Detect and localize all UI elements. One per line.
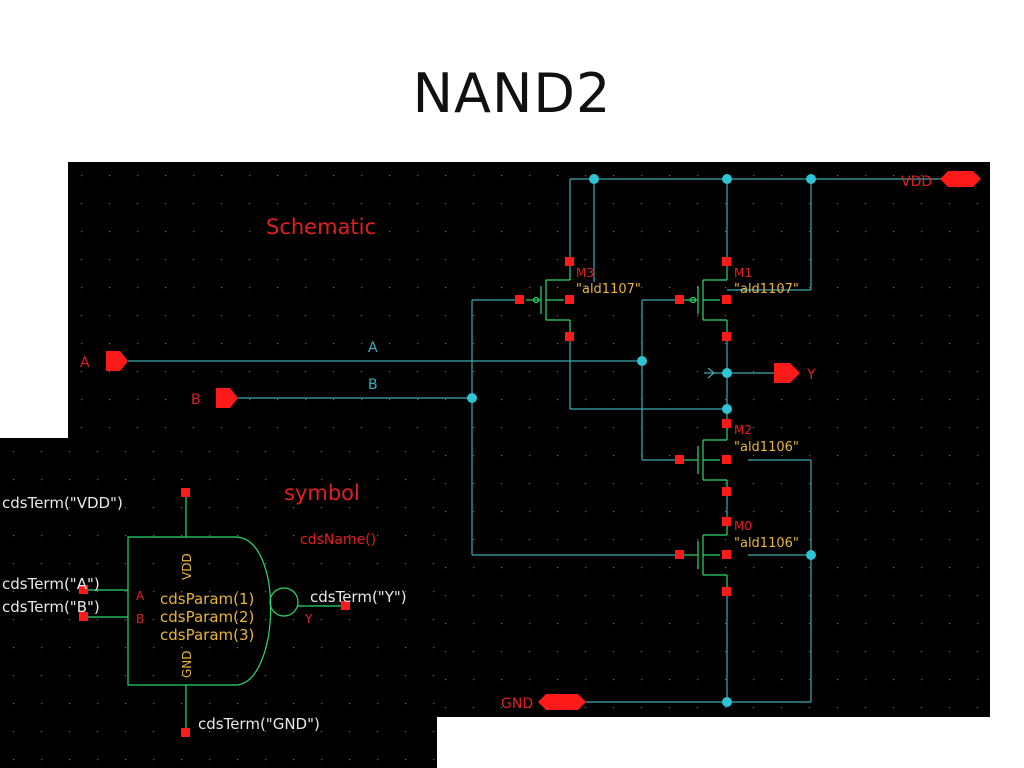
param-2-label: cdsParam(2) <box>160 608 254 626</box>
m0-model: "ald1106" <box>734 536 799 551</box>
symbol-svg: symbol cdsName() cdsTerm("VDD") cdsTerm(… <box>0 438 437 768</box>
param-3-label: cdsParam(3) <box>160 626 254 644</box>
m2-transistor <box>684 427 728 492</box>
y-arrow <box>707 367 715 379</box>
terminal-squares <box>515 257 731 596</box>
y-pin <box>774 363 800 383</box>
cds-name-label: cdsName() <box>300 532 376 548</box>
m2-model: "ald1106" <box>734 440 799 455</box>
a-wire-label: A <box>368 340 378 356</box>
m1-name: M1 <box>734 266 752 280</box>
nand-shape <box>127 536 272 686</box>
a-pin-label: A <box>80 355 90 371</box>
vdd-pin-label: VDD <box>901 174 932 190</box>
gnd-term-label: cdsTerm("GND") <box>198 715 320 733</box>
b-term-label: cdsTerm("B") <box>2 598 100 616</box>
symbol-body <box>84 496 344 728</box>
symbol-canvas: symbol cdsName() cdsTerm("VDD") cdsTerm(… <box>0 438 437 768</box>
m1-model: "ald1107" <box>734 282 799 297</box>
symbol-heading: symbol <box>284 481 360 505</box>
y-term-label: cdsTerm("Y") <box>310 588 407 606</box>
a-term-label: cdsTerm("A") <box>2 575 100 593</box>
schematic-heading: Schematic <box>266 215 376 239</box>
b-wire-label: B <box>368 377 378 393</box>
m0-name: M0 <box>734 519 752 533</box>
symbol-pin-gnd: GND <box>180 650 194 678</box>
vdd-term-label: cdsTerm("VDD") <box>2 494 123 512</box>
b-pin-label: B <box>191 392 201 408</box>
gnd-pin-label: GND <box>501 696 533 712</box>
gnd-pin <box>538 694 586 710</box>
junction-dots <box>467 174 816 707</box>
param-1-label: cdsParam(1) <box>160 590 254 608</box>
slide-title: NAND2 <box>412 62 612 125</box>
vdd-pin <box>940 171 981 187</box>
symbol-pin-vdd: VDD <box>180 553 194 580</box>
symbol-grid-dots <box>0 438 437 768</box>
b-pin <box>216 388 238 408</box>
symbol-pin-a: A <box>136 589 145 603</box>
symbol-pin-y: Y <box>304 612 313 626</box>
wires <box>128 178 948 703</box>
m3-model: "ald1107" <box>576 282 641 297</box>
m3-name: M3 <box>576 266 594 280</box>
pins <box>106 171 981 710</box>
a-pin <box>106 351 128 371</box>
m1-transistor <box>684 270 728 332</box>
y-pin-label: Y <box>806 367 816 383</box>
m3-transistor <box>526 270 571 332</box>
inversion-bubble <box>269 587 299 617</box>
symbol-pin-squares <box>79 488 350 737</box>
m0-transistor <box>684 522 728 590</box>
transistor-bodies <box>526 270 728 590</box>
symbol-pin-b: B <box>136 612 144 626</box>
m2-name: M2 <box>734 423 752 437</box>
